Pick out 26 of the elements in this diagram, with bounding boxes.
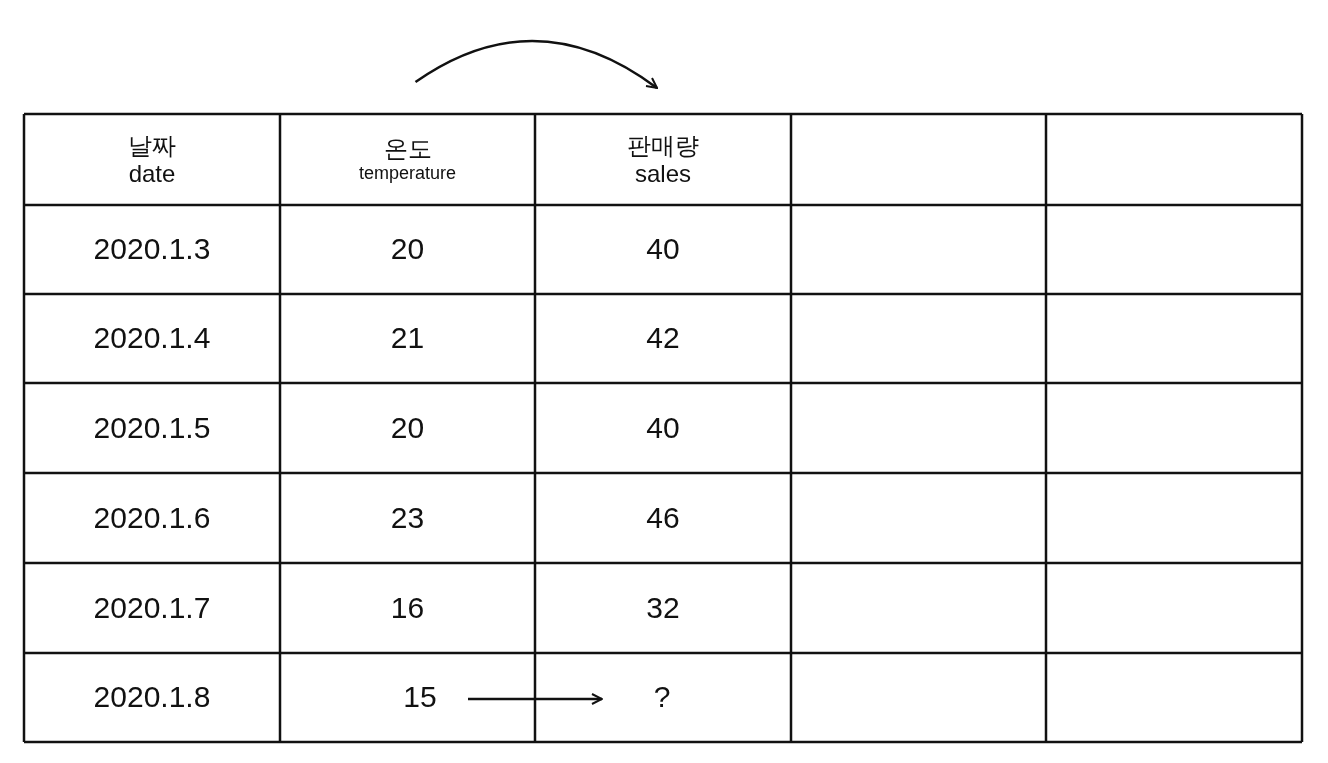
arrow	[468, 693, 603, 705]
table-value: 2020.1.3	[93, 232, 211, 267]
table-value: 20	[390, 232, 425, 267]
table-value: 46	[646, 500, 680, 536]
curved-arrow	[414, 39, 658, 90]
table-value: 2020.1.5	[93, 410, 211, 446]
table-value: 20	[390, 410, 425, 446]
column-header: sales	[635, 159, 691, 188]
table-value: 2020.1.4	[93, 321, 211, 356]
table-value: 2020.1.8	[93, 680, 211, 715]
column-header: 날짜	[128, 131, 176, 160]
table-value: 16	[390, 590, 425, 626]
table-value: 2020.1.7	[93, 590, 211, 626]
table-value: ?	[653, 679, 671, 715]
table-value: 23	[390, 500, 425, 536]
table-value: 21	[390, 321, 425, 356]
column-header: 판매량	[627, 131, 699, 160]
table-value: 2020.1.6	[93, 500, 211, 536]
table-value: 15	[403, 679, 437, 715]
column-header: date	[128, 159, 176, 188]
table-value: 42	[646, 321, 680, 356]
table-value: 32	[646, 590, 680, 626]
table-value: 40	[646, 232, 680, 267]
column-header: temperature	[358, 162, 457, 184]
column-header: 온도	[383, 135, 432, 163]
table-value: 40	[646, 410, 680, 446]
